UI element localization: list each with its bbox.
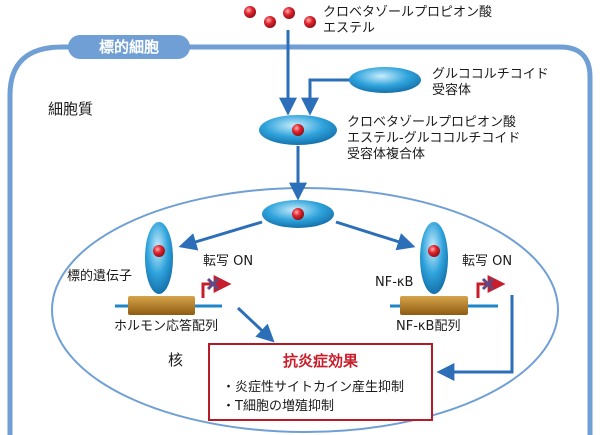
drug-label-line2: エステル bbox=[323, 21, 376, 36]
arrow-right-to-effect bbox=[436, 295, 514, 381]
effect-title: 抗炎症効果 bbox=[282, 352, 358, 370]
nfkb-label: NF-κB bbox=[375, 275, 414, 290]
drug-molecule bbox=[244, 6, 256, 18]
cell-membrane bbox=[7, 44, 593, 435]
transcription-block-left-icon bbox=[206, 277, 220, 291]
nfkb-sequence-bar bbox=[400, 296, 468, 315]
anti-inflammatory-effect-box: 抗炎症効果 ・炎症性サイトカイン産生抑制 ・T細胞の増殖抑制 bbox=[208, 343, 433, 421]
effect-item-tcell: ・T細胞の増殖抑制 bbox=[222, 399, 334, 414]
target-gene-label: 標的遺伝子 bbox=[67, 269, 133, 284]
transcription-arrow-right bbox=[476, 275, 506, 298]
nucleus-label: 核 bbox=[168, 351, 184, 369]
drug-molecule bbox=[304, 16, 316, 28]
hormone-response-element-label: ホルモン応答配列 bbox=[114, 319, 219, 334]
nfkb-sequence-label: NF-κB配列 bbox=[396, 319, 461, 334]
transcription-on-left-label: 転写 ON bbox=[203, 254, 254, 269]
hormone-response-element-bar bbox=[128, 296, 195, 315]
left-receptor-capsule bbox=[145, 222, 173, 294]
right-receptor-capsule bbox=[420, 222, 448, 294]
right-receptor-drug-dot bbox=[428, 245, 440, 257]
arrow-to-nfkb bbox=[335, 220, 416, 251]
transcription-on-right-label: 転写 ON bbox=[462, 254, 513, 269]
complex-label-line3: 受容体複合体 bbox=[347, 147, 426, 162]
complex-label-line2: エステル-グルココルチコイド bbox=[347, 131, 521, 146]
drug-label-line1: クロベタゾールプロピオン酸 bbox=[323, 5, 493, 20]
arrow-receptor-binding bbox=[301, 78, 352, 116]
effect-item-cytokine: ・炎症性サイトカイン産生抑制 bbox=[222, 380, 405, 395]
complex-drug-dot bbox=[292, 124, 304, 136]
receptor-label-line2: 受容体 bbox=[432, 83, 472, 98]
cytoplasm-label: 細胞質 bbox=[48, 100, 94, 118]
receptor-label-line1: グルココルチコイド bbox=[432, 67, 549, 82]
left-receptor-drug-dot bbox=[153, 245, 165, 257]
arrow-to-target-gene bbox=[178, 220, 263, 251]
transcription-block-right-icon bbox=[481, 277, 495, 291]
receptor-capsule bbox=[349, 67, 421, 93]
transcription-arrow-left bbox=[201, 275, 232, 298]
drug-molecule bbox=[283, 7, 295, 19]
complex-label-line1: クロベタゾールプロピオン酸 bbox=[347, 115, 517, 130]
target-cell-badge: 標的細胞 bbox=[68, 35, 190, 59]
nuclear-complex-drug-dot bbox=[292, 208, 304, 220]
arrow-left-to-effect bbox=[236, 306, 275, 343]
drug-molecule bbox=[264, 16, 276, 28]
